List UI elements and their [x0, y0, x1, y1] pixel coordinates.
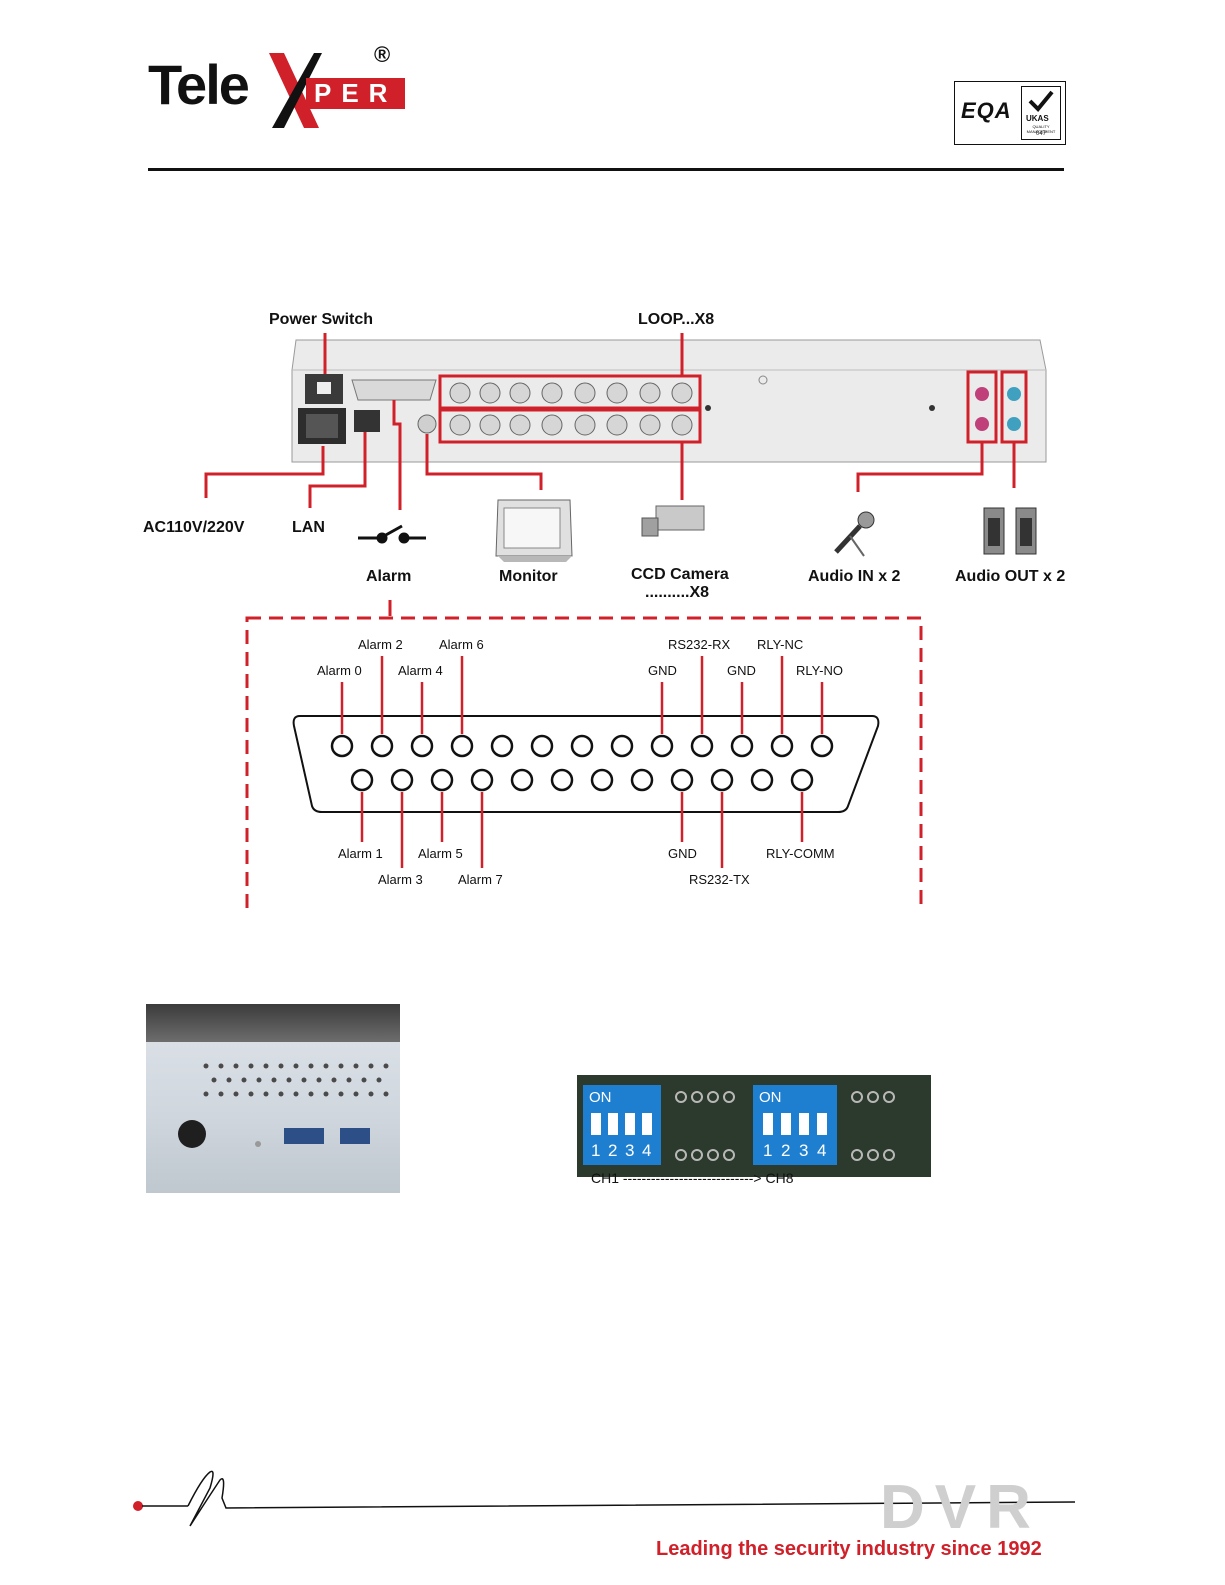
dip-num-2-3: 3 — [799, 1141, 809, 1160]
brand-logo: Tele PER ® — [146, 42, 406, 133]
dip-num-2-1: 1 — [763, 1141, 773, 1160]
monitor-label: Monitor — [499, 568, 558, 585]
dip-switch-photo: ON 1 2 3 4 ON 1 2 3 4 — [577, 1075, 931, 1177]
side-panel-photo — [146, 1004, 400, 1193]
signature-swoosh-icon — [133, 1470, 1076, 1527]
pin-label-rlycomm: RLY-COMM — [766, 846, 835, 861]
pin-label-gnd-top2: GND — [727, 663, 756, 678]
dip-num-2-2: 2 — [781, 1141, 791, 1160]
pin-label-gnd-top1: GND — [648, 663, 677, 678]
audio-in-label: Audio IN x 2 — [808, 568, 901, 585]
pin-label-alarm1: Alarm 1 — [338, 846, 383, 861]
pin-label-alarm7: Alarm 7 — [458, 872, 503, 887]
dip-lever-2-2 — [781, 1113, 791, 1135]
dip-num-1-4: 4 — [642, 1141, 652, 1160]
dip-lever-2-3 — [799, 1113, 809, 1135]
pin-label-alarm4: Alarm 4 — [398, 663, 443, 678]
loop-label: LOOP...X8 — [638, 311, 715, 328]
ukas-box: UKAS QUALITY MANAGEMENT 047 — [1021, 86, 1061, 140]
audio-out-label: Audio OUT x 2 — [955, 568, 1066, 585]
dip-num-1-1: 1 — [591, 1141, 601, 1160]
logo-text-per: PER — [306, 78, 406, 109]
dip-lever-2-4 — [817, 1113, 827, 1135]
dip-on-label-1: ON — [589, 1089, 612, 1106]
dip-num-1-2: 2 — [608, 1141, 618, 1160]
vent-holes-icon — [178, 1063, 389, 1148]
pin-label-gnd-bottom: GND — [668, 846, 697, 861]
pin-label-alarm0: Alarm 0 — [317, 663, 362, 678]
lan-label: LAN — [292, 519, 325, 536]
crown-check-icon — [1028, 90, 1054, 112]
pcb-traces-icon — [675, 1091, 895, 1161]
pin-label-alarm6: Alarm 6 — [439, 637, 484, 652]
dip-switch-1: ON 1 2 3 4 — [583, 1085, 661, 1165]
ukas-number: 047 — [1036, 131, 1047, 137]
eqa-logo: EQA — [961, 98, 1012, 123]
ukas-sub: QUALITY MANAGEMENT — [1026, 124, 1056, 134]
footer-tagline: Leading the security industry since 1992 — [656, 1538, 1042, 1560]
alarm-label: Alarm — [366, 568, 412, 585]
dip-on-label-2: ON — [759, 1089, 782, 1106]
rear-panel-diagram — [204, 333, 1047, 910]
dip-num-2-4: 4 — [817, 1141, 827, 1160]
power-switch-label: Power Switch — [269, 311, 374, 328]
pin-label-rlyno: RLY-NO — [796, 663, 843, 678]
camera-label: CCD Camera — [631, 566, 729, 583]
dip-lever-2-1 — [763, 1113, 773, 1135]
ac-power-label: AC110V/220V — [143, 519, 245, 536]
logo-text-tele: Tele — [148, 53, 250, 116]
logo-x-icon — [269, 53, 322, 128]
ukas-text: UKAS — [1026, 114, 1049, 123]
dip-lever-1-4 — [642, 1113, 652, 1135]
dip-num-1-3: 3 — [625, 1141, 635, 1160]
dip-lever-1-1 — [591, 1113, 601, 1135]
footer-watermark: DVR — [880, 1473, 1041, 1542]
header-rule — [148, 168, 1064, 171]
pin-label-rlync: RLY-NC — [757, 637, 804, 652]
pin-label-alarm5: Alarm 5 — [418, 846, 463, 861]
dip-lever-1-2 — [608, 1113, 618, 1135]
certification-badge: EQA UKAS QUALITY MANAGEMENT 047 — [954, 81, 1066, 145]
registered-mark: ® — [374, 42, 391, 67]
pin-label-alarm2: Alarm 2 — [358, 637, 403, 652]
pin-label-rs232rx: RS232-RX — [668, 637, 731, 652]
dip-switch-2: ON 1 2 3 4 — [753, 1085, 837, 1165]
dip-lever-1-3 — [625, 1113, 635, 1135]
channel-range-label: CH1 ----------------------------> CH8 — [591, 1170, 794, 1186]
pin-label-alarm3: Alarm 3 — [378, 872, 423, 887]
pin-label-rs232tx: RS232-TX — [689, 872, 750, 887]
camera-count-label: ..........X8 — [645, 584, 710, 601]
